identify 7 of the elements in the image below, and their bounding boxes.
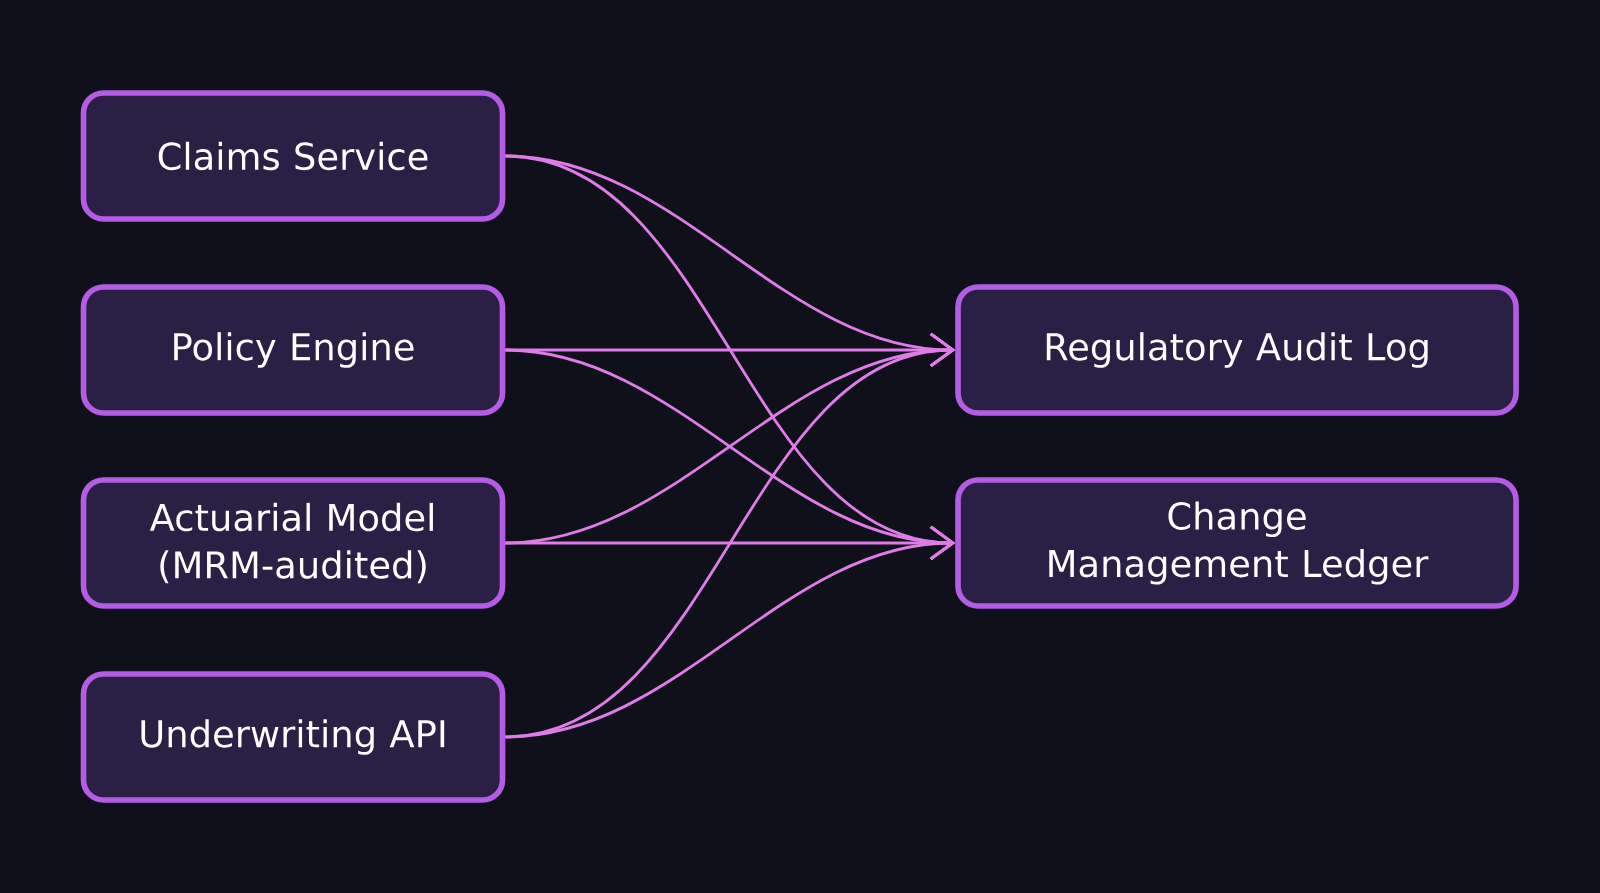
service-box: Claims Service (80, 90, 506, 222)
service-box: Regulatory Audit Log (955, 284, 1519, 416)
arrow (505, 525, 956, 739)
service-box: Policy Engine (80, 284, 506, 416)
service-box: Change Management Ledger (955, 477, 1519, 609)
service-box: Underwriting API (80, 671, 506, 803)
service-box: Actuarial Model (MRM-audited) (80, 477, 506, 609)
